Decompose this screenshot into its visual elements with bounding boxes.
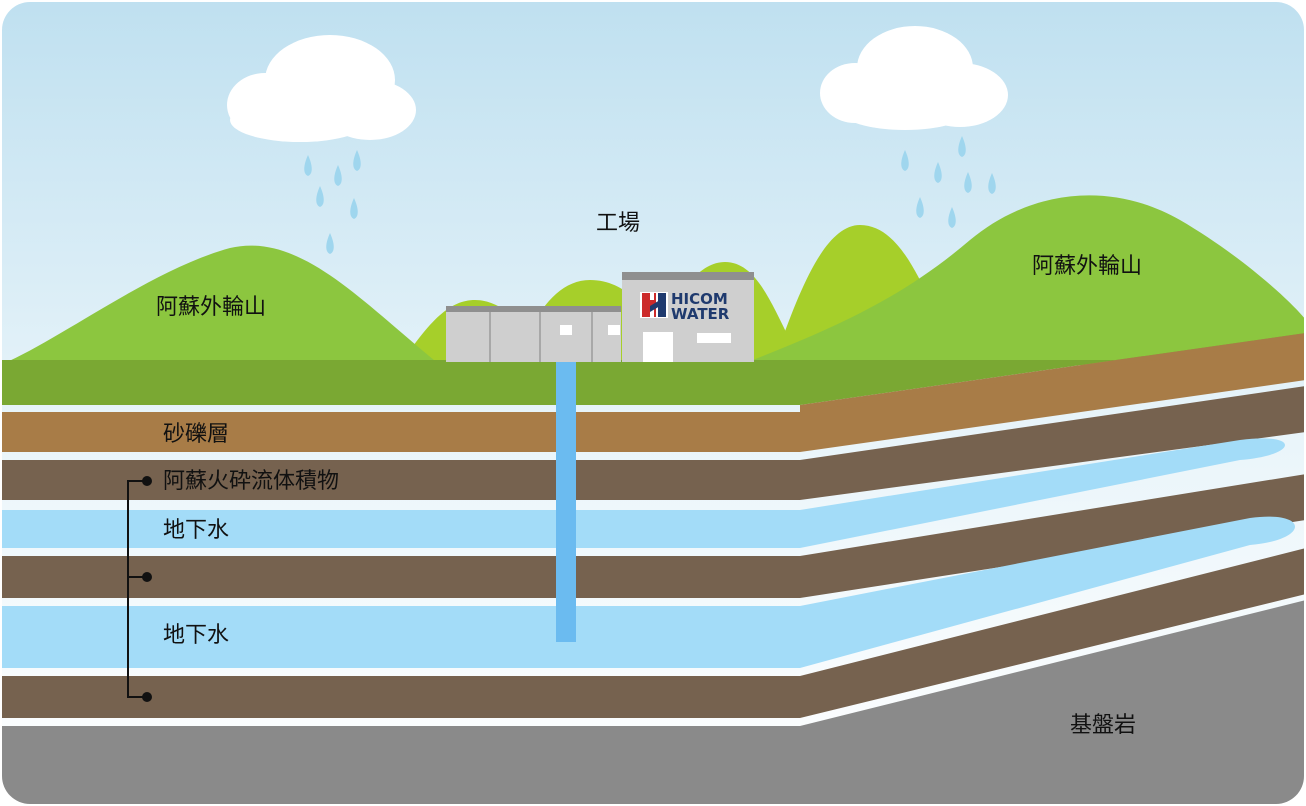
pyroclastic-layer-2 xyxy=(2,474,1304,598)
raindrops-left-icon xyxy=(304,150,361,254)
mountain-right-label: 阿蘇外輪山 xyxy=(1032,254,1143,279)
mountain-right xyxy=(740,195,1304,365)
mountain-left xyxy=(2,245,440,365)
ground-surface xyxy=(2,333,1304,405)
cloud-right-icon xyxy=(820,26,1008,130)
groundwater-upper xyxy=(2,438,1285,548)
gravel-layer xyxy=(2,338,1304,452)
well-pipe xyxy=(556,360,576,642)
factory-building xyxy=(446,272,754,362)
bedrock-label: 基盤岩 xyxy=(1070,713,1137,738)
cloud-left-icon xyxy=(227,35,416,142)
gravel-layer-label: 砂礫層 xyxy=(163,422,230,447)
pyroclastic-deposit-label: 阿蘇火砕流体積物 xyxy=(163,469,340,494)
groundwater-lower-label: 地下水 xyxy=(163,623,230,648)
bedrock xyxy=(2,600,1304,804)
factory-label: 工場 xyxy=(596,211,641,236)
groundwater-lower xyxy=(2,516,1295,668)
mountain-left-label: 阿蘇外輪山 xyxy=(156,295,267,320)
logo-text-line1: HICOM xyxy=(671,290,728,308)
bracket-connector xyxy=(127,476,152,702)
raindrops-right-icon xyxy=(901,136,996,228)
pyroclastic-layer-1 xyxy=(2,386,1304,500)
groundwater-upper-label: 地下水 xyxy=(163,518,230,543)
logo-text-line2: WATER xyxy=(671,305,730,323)
pyroclastic-layer-3 xyxy=(2,548,1304,718)
